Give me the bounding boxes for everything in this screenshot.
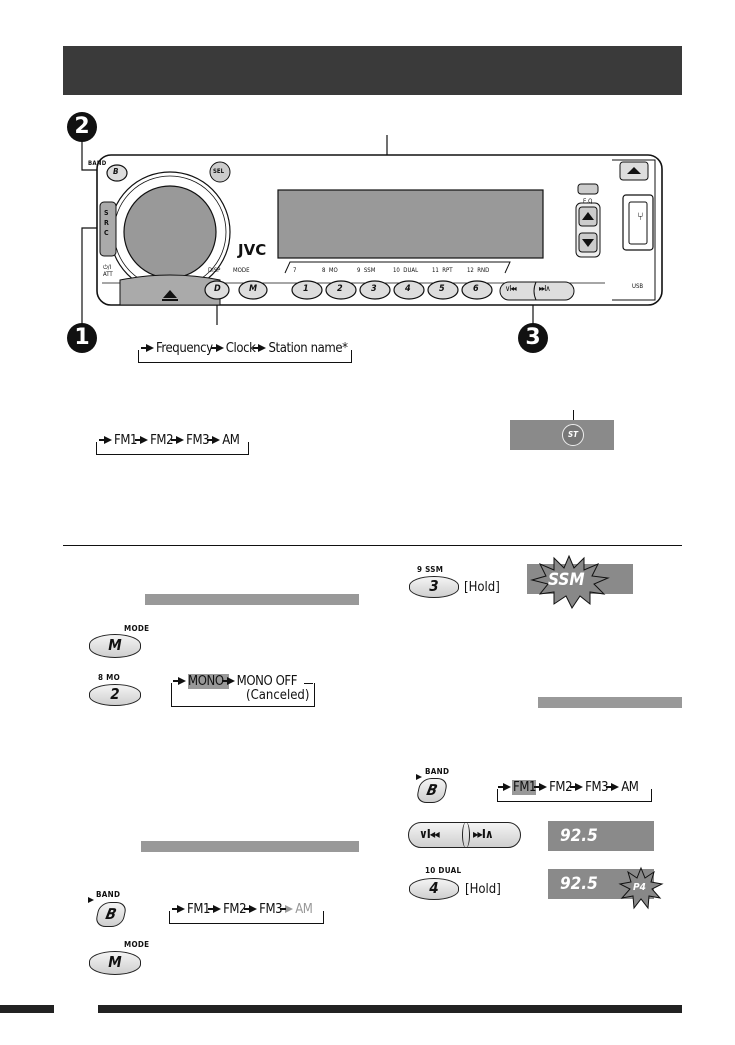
preset-3-button[interactable]: 3 (409, 576, 459, 598)
disp-key[interactable]: D (214, 284, 221, 294)
section-bar-preset (538, 697, 682, 708)
fm1-highlight (512, 780, 536, 795)
preset-label-2: 8 MO (322, 267, 338, 274)
ssm-indicator: SSM (548, 570, 585, 590)
preset-label-4: 10 DUAL (393, 267, 419, 274)
hold-label-ssm: [Hold] (464, 580, 500, 595)
band-button[interactable]: B (94, 902, 128, 927)
freq-value-1: 92.5 (560, 826, 598, 846)
hold-label-dual: [Hold] (465, 882, 501, 897)
band-cycle-am-bracket (169, 911, 324, 924)
preset-2-button[interactable]: 2 (89, 684, 141, 706)
usb-label: USB (632, 283, 644, 290)
att-label: ATT (103, 271, 113, 278)
band-key[interactable]: B (113, 167, 119, 176)
seek-button[interactable]: ∨I◂◂ ▸▸I∧ (408, 822, 521, 848)
band-cycle-fm1-bracket (497, 789, 652, 802)
mono-canceled-label: (Canceled) (246, 688, 310, 703)
preset-key-6[interactable]: 6 (473, 284, 479, 294)
mode-label: MODE (233, 267, 250, 274)
dual-button-label: 10 DUAL (425, 866, 462, 875)
header-bar (63, 46, 682, 95)
usb-icon: ⑂ (637, 210, 644, 223)
band3-button[interactable]: B (415, 778, 449, 803)
ssm-button-label: 9 SSM (417, 565, 444, 574)
st-indicator: ST (562, 424, 584, 446)
p4-indicator: P4 (633, 882, 646, 893)
section-bar-band (141, 841, 359, 852)
preset-label-6: 12 RND (467, 267, 490, 274)
disp-label: DISP (208, 267, 221, 274)
band-button-label: BAND (96, 890, 121, 899)
st-pointer-line (573, 410, 574, 424)
footer-bar-right (98, 1005, 682, 1013)
seek-back-icon[interactable]: ∨I◂◂ (505, 284, 517, 293)
disp-cycle-bracket (138, 350, 352, 363)
preset-key-5[interactable]: 5 (439, 284, 445, 294)
mo-button-label: 8 MO (98, 673, 120, 682)
preset-4-button[interactable]: 4 (409, 878, 459, 900)
mode2-button[interactable]: M (89, 951, 141, 975)
mono-bracket-tick (304, 683, 313, 684)
preset-key-3[interactable]: 3 (371, 284, 377, 294)
band-label: BAND (88, 160, 107, 167)
mono-highlight (188, 674, 229, 689)
p4-flash-icon (618, 866, 664, 910)
mode-button[interactable]: M (89, 634, 141, 658)
freq-value-2: 92.5 (560, 874, 598, 894)
sel-key[interactable]: SEL (213, 168, 225, 175)
step-number-3: 3 (518, 323, 548, 353)
section-bar-mono (145, 594, 359, 605)
preset-label-5: 11 RPT (432, 267, 453, 274)
src-label[interactable]: S R C (104, 209, 109, 237)
jvc-logo: JVC (238, 241, 267, 259)
step-number-1: 1 (67, 323, 97, 353)
seek-forward-button-icon: ▸▸I∧ (473, 827, 494, 841)
band-cycle-bracket (96, 442, 249, 455)
freq-display-1 (548, 821, 654, 851)
preset-key-2[interactable]: 2 (337, 284, 343, 294)
preset-label-3: 9 SSM (357, 267, 376, 274)
mode-key[interactable]: M (249, 284, 258, 294)
preset-key-1[interactable]: 1 (303, 284, 309, 294)
seek-forward-icon[interactable]: ▸▸I∧ (539, 284, 551, 293)
device-diagram (81, 135, 663, 338)
mode2-button-label: MODE (124, 940, 150, 949)
step-number-2: 2 (67, 112, 97, 142)
att-power-label: ⏻/I (103, 264, 112, 271)
ssm-flash-icon (530, 554, 610, 609)
seek-divider (462, 822, 470, 848)
footer-bar-left (0, 1005, 54, 1013)
preset-label-1: 7 (293, 267, 297, 274)
eq-label: E.Q (583, 198, 593, 205)
seek-back-button-icon: ∨I◂◂ (419, 827, 440, 841)
mono-cycle-bracket (171, 683, 315, 707)
mode-button-label: MODE (124, 624, 150, 633)
section-divider (63, 545, 682, 546)
band3-triangle-icon (416, 774, 422, 780)
preset-key-4[interactable]: 4 (405, 284, 411, 294)
band3-button-label: BAND (425, 767, 450, 776)
band-triangle-icon (88, 897, 94, 903)
